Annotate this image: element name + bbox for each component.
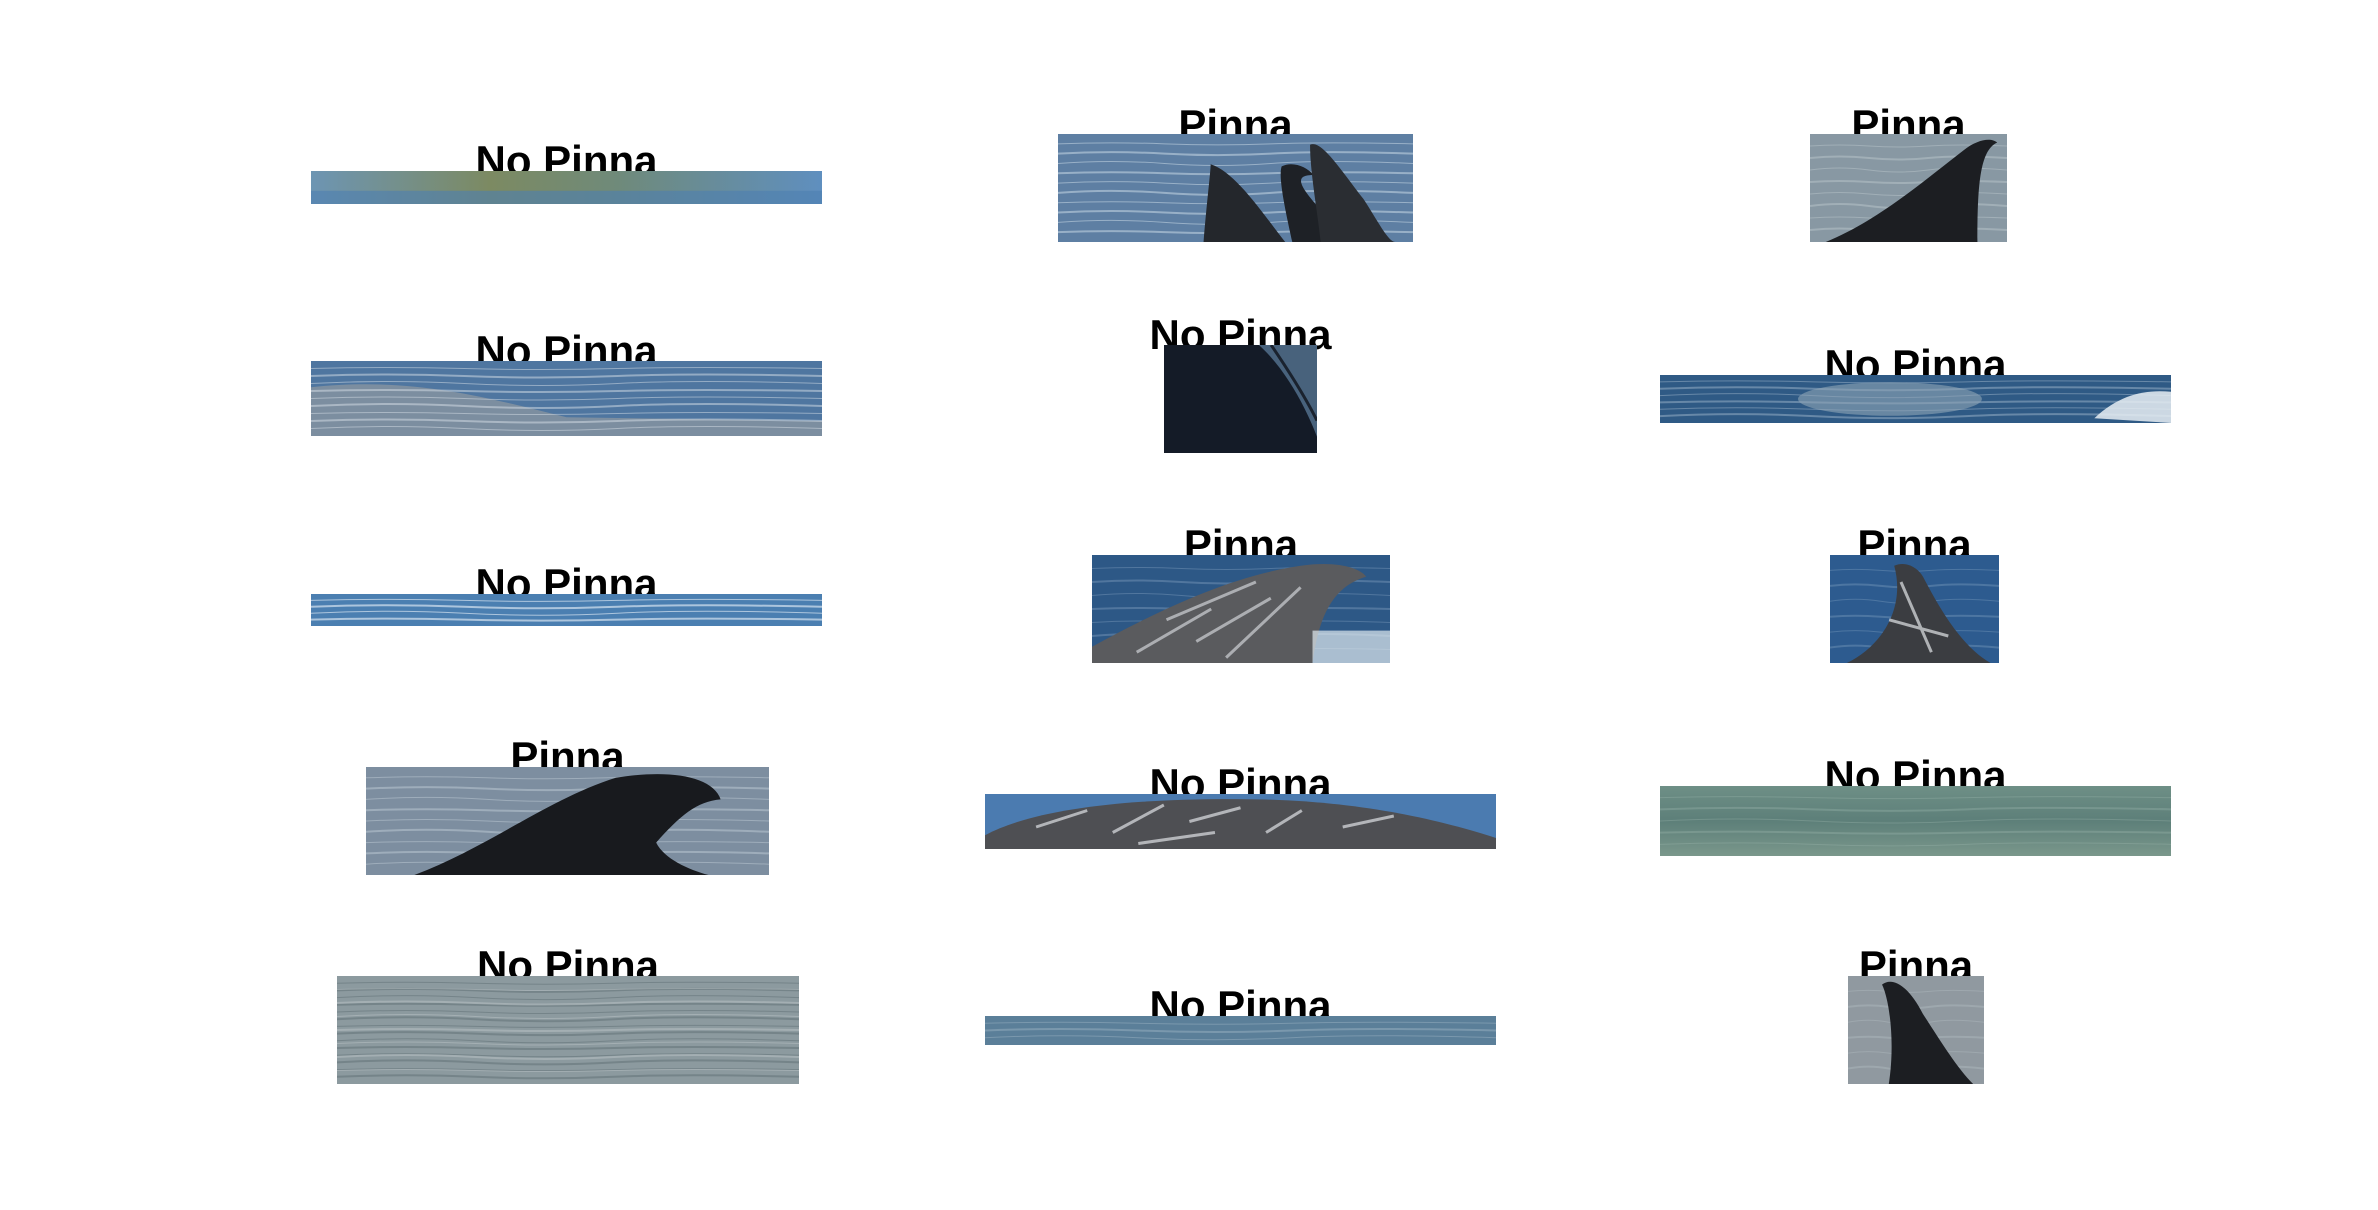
sea-surface-crop [311,594,822,626]
thumbnail-graphic [1164,345,1317,453]
thumbnail-graphic [1092,555,1390,663]
sea-splash-crop [1660,375,2171,423]
thumbnail-graphic [311,361,822,436]
thumbnail-graphic [1660,786,2171,856]
scarred-dorsal-fin-crop [1092,555,1390,663]
sea-surface-crop [1660,786,2171,856]
dorsal-fin-crop [1848,976,1984,1084]
dorsal-fin-crop [366,767,769,875]
thumbnail-graphic [366,767,769,875]
thumbnail-graphic [1660,375,2171,423]
sea-surface-crop [337,976,799,1084]
thumbnail-graphic [985,1016,1496,1045]
thumbnail-graphic [1810,134,2007,242]
thumbnail-graphic [311,171,822,204]
sea-surface-crop [311,171,822,204]
thumbnail-graphic [985,794,1496,849]
thumbnail-graphic [311,594,822,626]
scarred-back-crop [985,794,1496,849]
thumbnail-graphic [1848,976,1984,1084]
thumbnail-graphic [1830,555,1999,663]
sea-surface-crop [311,361,822,436]
scarred-dorsal-fin-crop [1830,555,1999,663]
thumbnail-graphic [1058,134,1413,242]
thumbnail-graphic [337,976,799,1084]
sea-surface-crop [985,1016,1496,1045]
two-dorsal-fins-crop [1058,134,1413,242]
dark-body-crop [1164,345,1317,453]
dorsal-fin-crop [1810,134,2007,242]
